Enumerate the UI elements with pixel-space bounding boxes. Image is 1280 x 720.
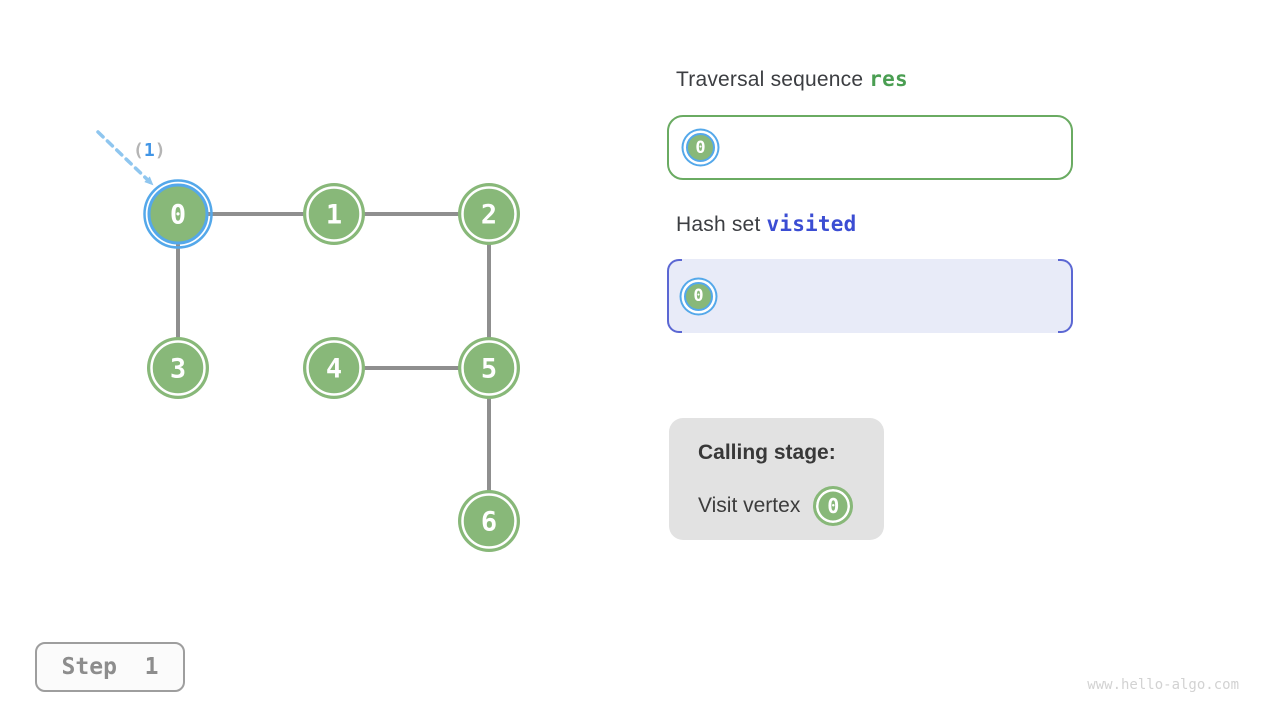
graph: (1) 0 1 2 3 4 5 6 <box>96 130 520 552</box>
node-circle <box>303 337 365 399</box>
calling-stage-title: Calling stage: <box>698 441 836 464</box>
traversal-sequence-item-node: 0 <box>686 133 715 162</box>
graph-node-6: 6 <box>458 490 520 552</box>
node-inner-ring <box>461 493 517 549</box>
left-bracket-decoration <box>667 259 682 333</box>
traversal-sequence-heading: Traversal sequence res <box>676 67 908 92</box>
node-circle <box>458 337 520 399</box>
graph-node-4: 4 <box>303 337 365 399</box>
graph-node-2: 2 <box>458 183 520 245</box>
right-bracket-decoration <box>1058 259 1073 333</box>
graph-node-0: 0 <box>143 179 213 249</box>
calling-stage-panel: Calling stage: Visit vertex 0 <box>669 418 884 540</box>
node-circle <box>147 183 209 245</box>
node-value: 2 <box>481 200 497 231</box>
node-circle <box>458 490 520 552</box>
node-value: 6 <box>481 507 497 538</box>
node-value: 4 <box>326 354 342 385</box>
graph-node-5: 5 <box>458 337 520 399</box>
node-circle <box>458 183 520 245</box>
node-inner-ring <box>461 186 517 242</box>
watermark: www.hello-algo.com <box>1087 677 1239 693</box>
hash-set-container: 0 <box>667 259 1073 333</box>
node-circle <box>147 337 209 399</box>
node-value: 3 <box>170 354 186 385</box>
hash-set-title: Hash set <box>676 213 761 236</box>
node-value: 5 <box>481 354 497 385</box>
step-indicator-button[interactable]: Step 1 <box>35 642 185 692</box>
traversal-sequence-container: 0 <box>667 115 1073 180</box>
calling-stage-row: Visit vertex 0 <box>698 486 864 526</box>
node-value: 0 <box>170 200 186 231</box>
graph-node-3: 3 <box>147 337 209 399</box>
traversal-sequence-title: Traversal sequence <box>676 68 864 91</box>
node-inner-ring <box>306 340 362 396</box>
res-code-label: res <box>869 67 908 91</box>
node-value: 1 <box>326 200 342 231</box>
visit-vertex-label: Visit vertex <box>698 494 801 517</box>
traversal-order-label: (1) <box>133 140 166 161</box>
visited-code-label: visited <box>766 212 857 236</box>
highlight-ring <box>143 179 213 249</box>
hash-set-item-node: 0 <box>684 281 713 311</box>
visit-vertex-node: 0 <box>813 486 854 526</box>
node-circle <box>303 183 365 245</box>
traversal-pointer-arrow <box>96 130 154 186</box>
node-inner-ring <box>306 186 362 242</box>
graph-node-1: 1 <box>303 183 365 245</box>
node-inner-ring <box>461 340 517 396</box>
node-inner-ring <box>150 340 206 396</box>
hash-set-heading: Hash set visited <box>676 212 856 237</box>
